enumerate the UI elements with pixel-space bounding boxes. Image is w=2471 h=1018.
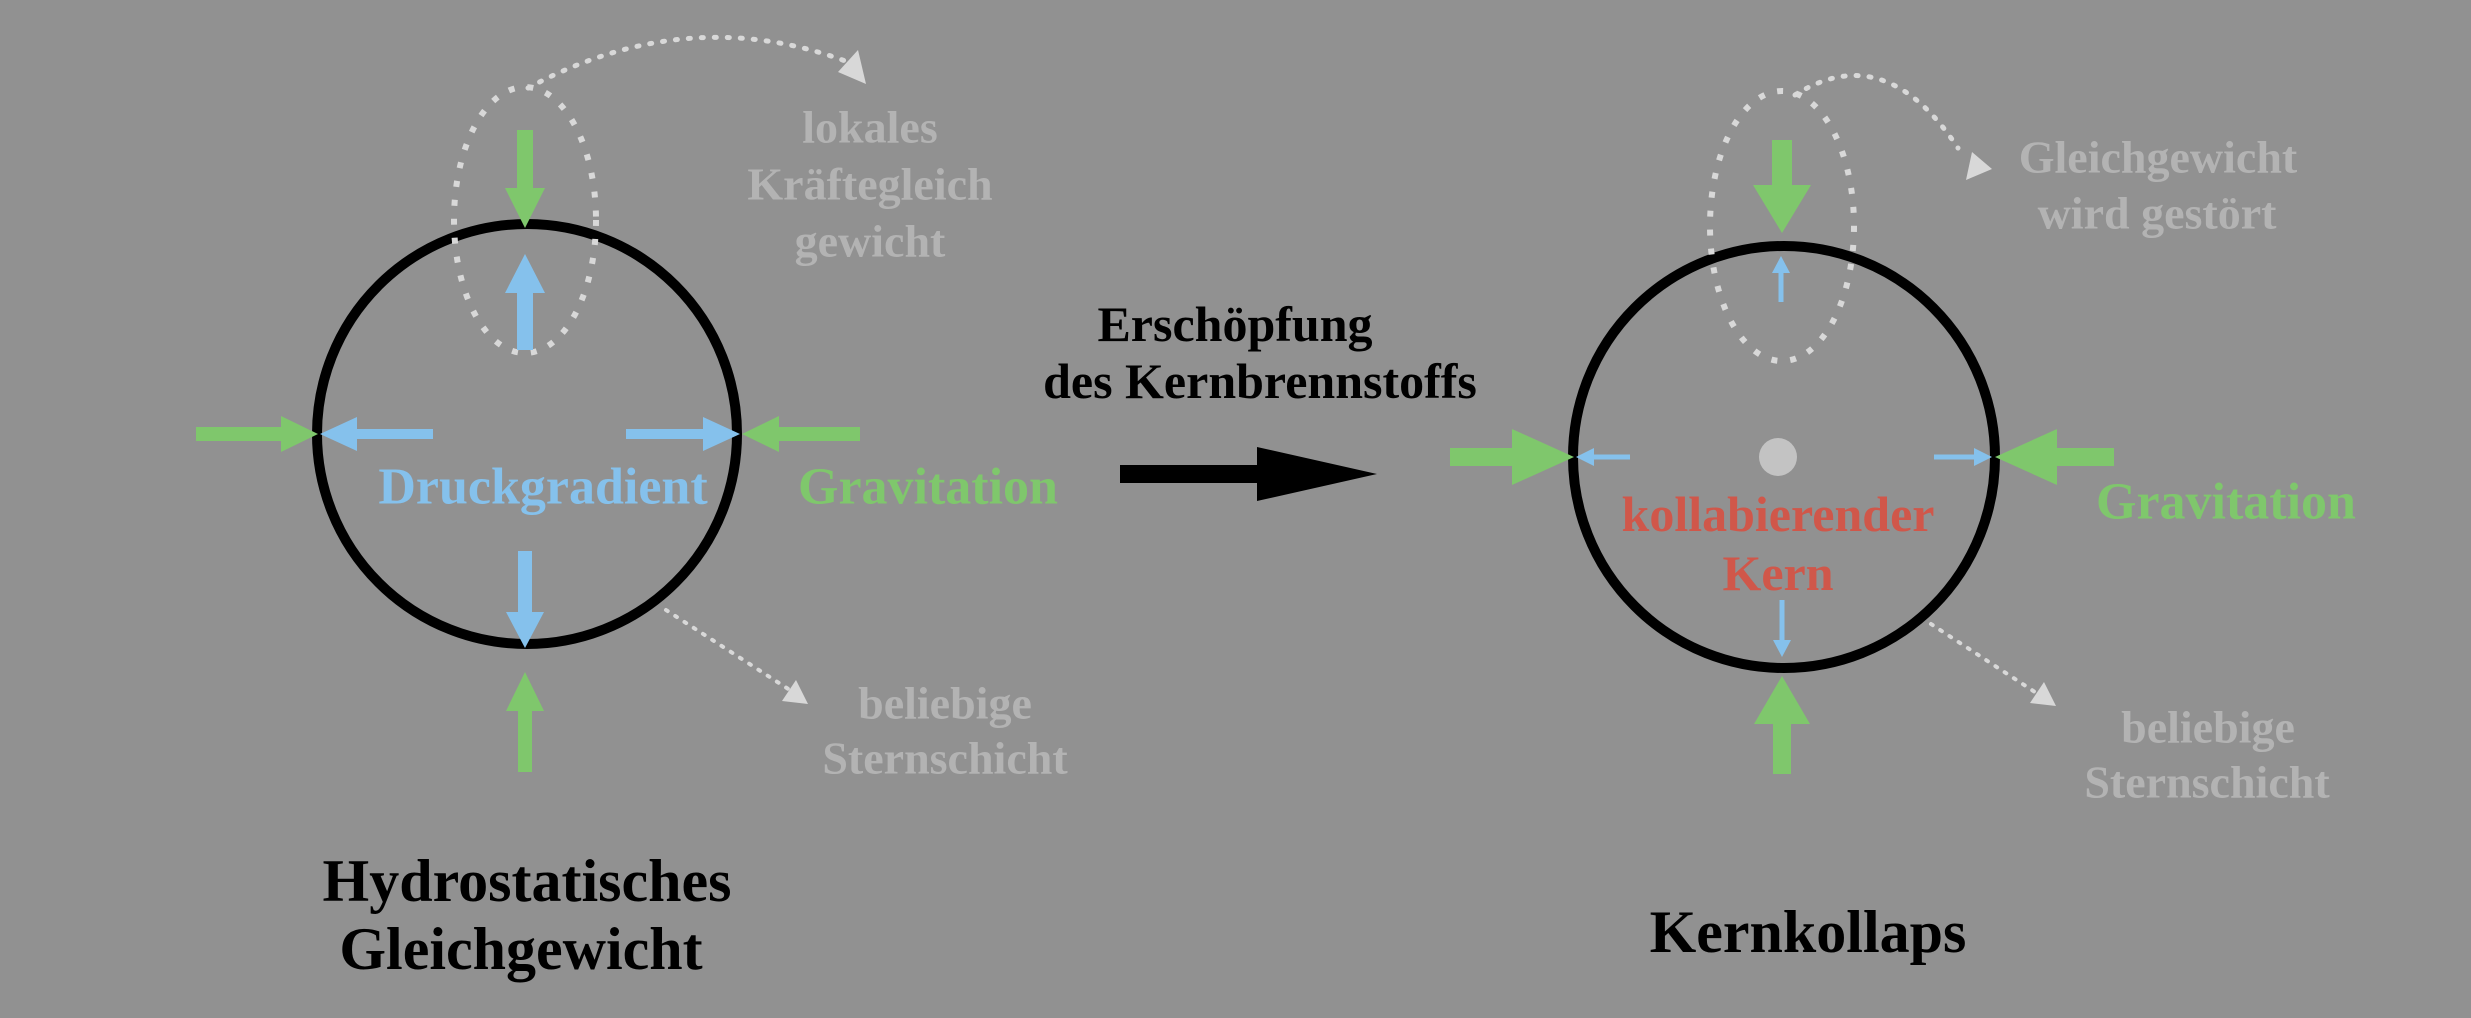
left-pressure-arrow-top-icon — [505, 254, 545, 350]
pressure-elements: Druckgradient — [320, 254, 1992, 657]
black-elements: Erschöpfung des Kernbrennstoffs Hydrosta… — [323, 296, 1967, 982]
transition-caption-line1: Erschöpfung — [1097, 296, 1372, 352]
right-disturbed-label-line1: Gleichgewicht — [2019, 132, 2298, 183]
left-local-equilibrium-line1: lokales — [802, 102, 937, 153]
transition-caption-line2: des Kernbrennstoffs — [1043, 353, 1477, 409]
left-local-equilibrium-line3: gewicht — [795, 216, 946, 267]
right-local-layer-ellipse — [1707, 88, 1857, 364]
right-gravity-arrow-left-icon — [1450, 429, 1574, 485]
left-layer-pointer-line — [664, 608, 798, 696]
left-title-line2: Gleichgewicht — [339, 916, 702, 982]
left-gravity-arrow-left-icon — [196, 416, 318, 452]
left-pressure-arrow-bottom-icon — [506, 551, 544, 648]
right-callout-arrowhead-icon — [1966, 152, 1992, 180]
right-core-label-line1: kollabierender — [1622, 486, 1935, 542]
right-pressure-arrow-left-icon — [1576, 448, 1630, 466]
right-disturbed-label-line2: wird gestört — [2038, 188, 2278, 239]
right-core-label-line2: Kern — [1722, 545, 1833, 601]
right-gravity-label: Gravitation — [2096, 474, 2356, 531]
left-layer-arrowhead-icon — [782, 680, 808, 704]
left-gravity-arrow-top-icon — [505, 130, 545, 228]
left-layer-label-line1: beliebige — [858, 678, 1032, 729]
right-pressure-arrow-top-icon — [1772, 256, 1790, 302]
right-gravity-arrow-right-icon — [1995, 429, 2114, 485]
right-pressure-arrow-bottom-icon — [1773, 600, 1791, 657]
left-pressure-label: Druckgradient — [378, 459, 708, 516]
left-local-layer-ellipse — [451, 84, 599, 356]
right-pressure-arrow-right-icon — [1934, 448, 1992, 466]
right-layer-label-line2: Sternschicht — [2084, 757, 2330, 808]
dotted-guides — [451, 34, 2043, 698]
left-callout-arc — [525, 34, 851, 91]
left-pressure-arrow-left-icon — [320, 417, 433, 451]
left-gravity-arrow-bottom-icon — [506, 672, 544, 772]
star-outlines — [312, 219, 2000, 673]
gravity-elements: Gravitation Gravitation — [196, 130, 2356, 774]
left-gravity-label: Gravitation — [798, 459, 1058, 516]
left-layer-label-line2: Sternschicht — [822, 733, 1068, 784]
gray-annotations: lokales Kräftegleich gewicht beliebige S… — [747, 102, 2330, 808]
right-gravity-arrow-top-icon — [1753, 140, 1811, 233]
right-layer-pointer-line — [1929, 622, 2043, 698]
core-dot-group — [1759, 438, 1797, 476]
dotted-arrowheads — [782, 50, 2056, 706]
right-layer-arrowhead-icon — [2030, 682, 2056, 706]
left-local-equilibrium-line2: Kräftegleich — [747, 159, 992, 210]
right-gravity-arrow-bottom-icon — [1754, 676, 1810, 774]
right-title: Kernkollaps — [1650, 899, 1967, 965]
transition-arrow-icon — [1120, 447, 1377, 501]
left-title-line1: Hydrostatisches — [323, 848, 732, 914]
left-gravity-arrow-right-icon — [742, 416, 860, 452]
left-callout-arrowhead-icon — [838, 50, 866, 84]
core-label-group: kollabierender Kern — [1622, 486, 1935, 601]
collapsing-core-dot — [1759, 438, 1797, 476]
right-callout-arc — [1792, 73, 1961, 151]
left-pressure-arrow-right-icon — [626, 417, 740, 451]
right-layer-label-line1: beliebige — [2121, 702, 2295, 753]
